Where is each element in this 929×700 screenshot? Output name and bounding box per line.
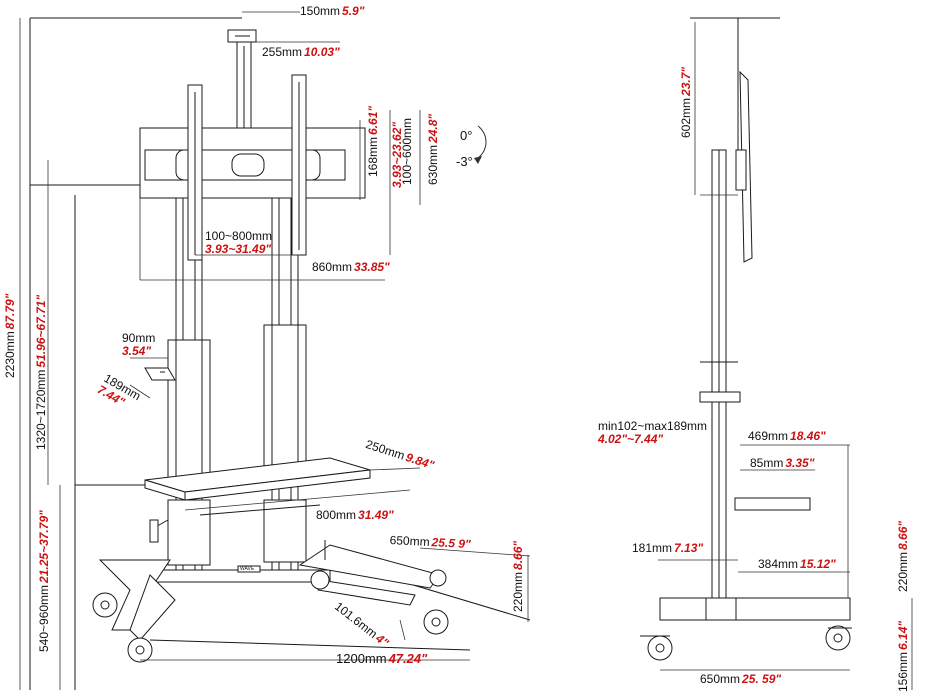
vesa-plate bbox=[139, 74, 366, 261]
dim-plate-height: 630mm24.8" bbox=[426, 113, 440, 185]
dim-side-caster-height: 156mm6.14" bbox=[896, 620, 910, 692]
dim-total-height: 2230mm87.79" bbox=[3, 293, 17, 378]
dim-vesa-vertical-in: 3.93~23.62" bbox=[390, 121, 404, 188]
tilt-down-label: -3° bbox=[456, 154, 473, 169]
side-view bbox=[640, 17, 852, 661]
front-base bbox=[98, 540, 441, 641]
camera-shelf bbox=[144, 367, 176, 381]
av-shelf bbox=[144, 457, 371, 516]
brand-label: WAVE bbox=[240, 566, 255, 572]
ceiling-mount bbox=[227, 29, 257, 143]
tilt-arc bbox=[477, 125, 487, 159]
front-dimension-lines bbox=[19, 11, 531, 690]
brand-plate bbox=[237, 565, 261, 573]
side-dimension-lines bbox=[658, 22, 913, 690]
tilt-up-label: 0° bbox=[460, 128, 473, 143]
front-casters bbox=[92, 569, 449, 663]
dim-shelf-height-range: 540~960mm21.25~37.79" bbox=[37, 510, 51, 652]
dim-side-screen-height: 602mm23.7" bbox=[679, 66, 693, 138]
crank-handle bbox=[149, 519, 169, 543]
dim-plate-inner-height: 168mm6.61" bbox=[366, 105, 380, 177]
dim-adjustable-height: 1320~1720mm51.96~67.71" bbox=[34, 294, 48, 450]
tilt-arrow-icon bbox=[474, 156, 482, 164]
dim-side-base-height: 220mm8.66" bbox=[896, 520, 910, 592]
dim-base-height: 220mm8.66" bbox=[511, 540, 525, 612]
